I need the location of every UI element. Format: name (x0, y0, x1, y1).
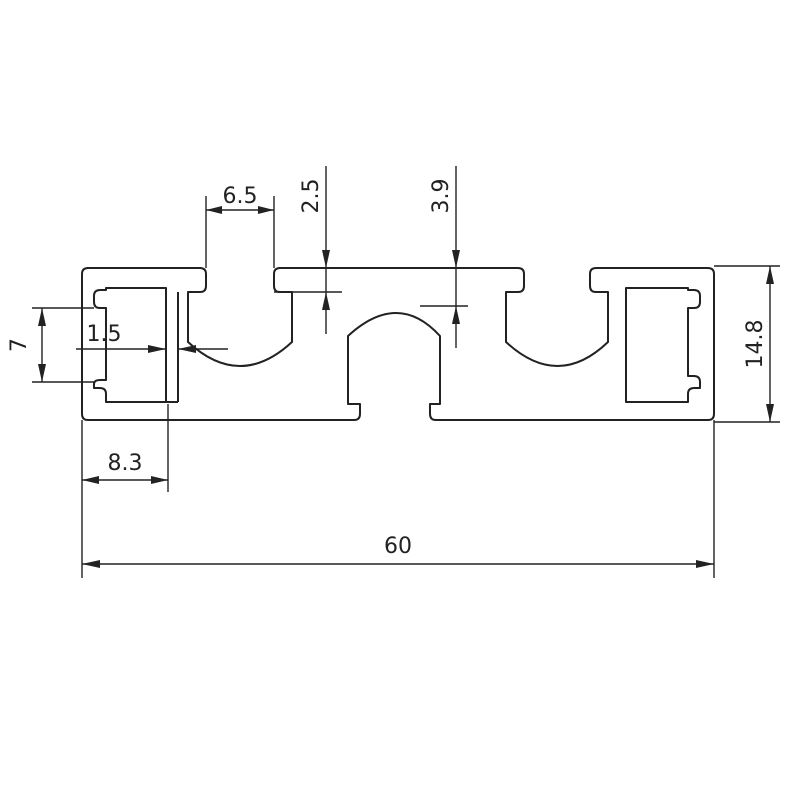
dimension-end-offset-label: 8.3 (108, 451, 143, 476)
dimension-top-slot-width-label: 6.5 (223, 184, 258, 209)
dimension-slot-opening-label: 7 (7, 338, 32, 352)
dimension-top-slot-width: 6.5 (205, 184, 275, 268)
dimension-center-groove-depth: 3.9 (420, 166, 468, 348)
dimension-end-offset: 8.3 (82, 404, 169, 492)
left-section-outline (81, 267, 715, 421)
dimension-overall-width-label: 60 (384, 534, 412, 559)
profile-outline (81, 267, 715, 421)
dimension-wall-thickness: 1.5 (76, 322, 228, 353)
dimension-height-label: 14.8 (743, 320, 768, 369)
left-slot-cavity (93, 287, 167, 403)
dimension-height: 14.8 (714, 265, 780, 423)
dimension-overall-width: 60 (81, 420, 715, 578)
dimension-wall-thickness-label: 1.5 (87, 322, 122, 347)
dimension-top-wall-depth: 2.5 (274, 166, 342, 334)
dimension-top-wall-depth-label: 2.5 (299, 179, 324, 214)
dimension-slot-opening: 7 (7, 307, 94, 383)
dimension-center-groove-depth-label: 3.9 (429, 179, 454, 214)
right-slot-cavity (625, 287, 701, 403)
